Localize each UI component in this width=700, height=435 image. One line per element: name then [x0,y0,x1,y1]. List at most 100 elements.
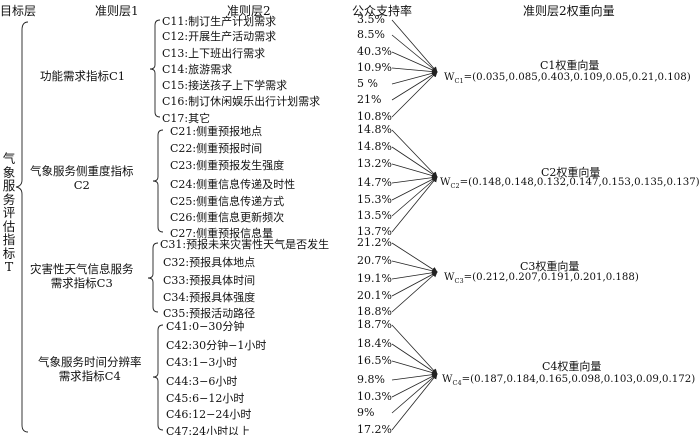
weight-subscript: C2 [450,182,460,191]
arrow-line [391,373,438,398]
criteria1-c4: 气象服务时间分辨率需求指标C4 [38,355,142,383]
arrow-line [391,174,438,184]
support-rate-value: 14.8% [357,140,392,153]
criteria1-label-line1: 气象服务时间分辨率 [38,355,142,369]
support-rate-value: 8.5% [357,28,385,41]
header-target-layer: 目标层 [0,4,37,18]
criteria2-item: C33:预报具体时间 [163,274,256,287]
criteria1-label-line2: C2 [73,178,90,192]
arrow-line [391,34,438,73]
arrow-line [391,343,438,375]
support-rate-value: 19.1% [357,272,392,285]
criteria1-label-line1: 功能需求指标C1 [40,69,126,83]
weight-vector-title: C2权重向量 [541,166,601,179]
support-rate-value: 21.2% [357,236,392,249]
group-bracket [152,324,164,431]
weight-vector-values: WC2=(0.148,0.148,0.132,0.147,0.153,0.135… [440,177,700,191]
criteria2-item: C47:24小时以上 [166,425,251,435]
criteria2-item: C16:制订休闲娱乐出行计划需求 [162,95,321,108]
weight-values-text: =(0.148,0.148,0.132,0.147,0.153,0.135,0.… [459,177,700,188]
arrow-line [391,71,438,118]
arrow-line [391,146,438,178]
target-bracket [15,21,29,433]
support-rate-value: 20.1% [357,289,392,302]
target-label: 气象服务评估指标T [2,151,16,274]
support-rate-value: 14.7% [357,176,392,189]
support-rate-value: 10.3% [357,390,392,403]
support-rate-value: 40.3% [357,45,392,58]
arrow-line [391,163,438,179]
support-rate-value: 13.5% [357,209,392,222]
arrow-line [391,260,438,274]
criteria2-item: C12:开展生产活动需求 [162,30,277,43]
support-rate-value: 18.4% [357,337,392,350]
arrow-line [391,360,438,376]
criteria1-c3: 灾害性天气信息服务需求指标C3 [30,262,134,290]
criteria2-item: C15:接送孩子上下学需求 [162,79,288,92]
criteria2-item: C31:预报未来灾害性天气是否发生 [160,238,330,251]
criteria2-item: C22:侧重预报时间 [170,142,263,155]
support-rate-value: 21% [357,93,382,106]
weight-subscript: C1 [454,77,464,86]
weight-vector-title: C1权重向量 [540,59,600,72]
weight-subscript: C3 [454,277,464,286]
support-rate-value: 9% [357,406,375,419]
group-bracket [149,19,161,118]
arrow-line [391,271,438,313]
criteria2-item: C43:1−3小时 [166,356,238,369]
criteria2-item: C23:侧重预报发生强度 [170,159,285,172]
header-criteria-layer2: 准则层2 [227,4,271,18]
support-rate-value: 15.3% [357,193,392,206]
arrow-line [391,67,438,75]
weight-vector-values: WC1=(0.035,0.085,0.403,0.109,0.05,0.21,0… [444,72,691,86]
arrow-line [391,51,438,73]
criteria2-item: C24:侧重信息传递及时性 [170,178,296,191]
support-rate-value: 20.7% [357,254,392,267]
criteria1-label-line2: 需求指标C4 [58,369,121,383]
criteria2-item: C45:6−12小时 [166,392,245,405]
criteria2-item: C26:侧重信息更新频次 [170,211,285,224]
criteria1-c1: 功能需求指标C1 [40,69,125,83]
arrow-line [391,70,438,85]
support-rate-value: 9.8% [357,373,385,386]
support-rate-value: 13.7% [357,225,392,238]
arrow-line [391,373,438,414]
group-bracket [147,242,159,313]
arrow-line [391,176,438,233]
support-rate-value: 17.2% [357,423,392,435]
weight-vector-title: C4权重向量 [542,360,602,373]
criteria2-item: C13:上下班出行需求 [162,47,266,60]
support-rate-value: 5 % [357,77,378,90]
header-support-rate: 公众支持率 [352,4,413,18]
group-bracket [152,129,164,233]
support-rate-value: 10.9% [357,61,392,74]
criteria1-label-line1: 灾害性天气信息服务 [30,262,134,276]
criteria2-item: C17:其它 [162,112,211,125]
arrow-line [391,373,438,431]
criteria2-item: C42:30分钟−1小时 [166,339,267,352]
support-rate-value: 18.8% [357,305,392,318]
arrow-line [391,129,438,178]
arrow-line [391,269,438,280]
arrow-line [391,71,438,101]
criteria2-item: C21:侧重预报地点 [170,125,263,138]
arrow-line [391,19,438,73]
support-rate-value: 18.7% [357,318,392,331]
support-rate-value: 16.5% [357,354,392,367]
arrow-line [391,271,438,297]
criteria2-item: C35:预报活动路径 [163,307,256,320]
weight-values-text: =(0.035,0.085,0.403,0.109,0.05,0.21,0.10… [463,72,691,83]
criteria2-item: C14:旅游需求 [162,63,233,76]
criteria2-item: C11:制订生产计划需求 [162,15,277,28]
criteria2-item: C44:3−6小时 [166,375,238,388]
weight-vector-values: WC3=(0.212,0.207,0.191,0.201,0.188) [444,272,639,286]
support-rate-value: 10.8% [357,110,392,123]
criteria2-item: C27:侧重预报信息量 [170,227,274,240]
criteria1-label-line1: 气象服务侧重度指标 [30,164,134,178]
support-rate-value: 3.5% [357,13,385,26]
criteria2-item: C41:0−30分钟 [166,320,245,333]
